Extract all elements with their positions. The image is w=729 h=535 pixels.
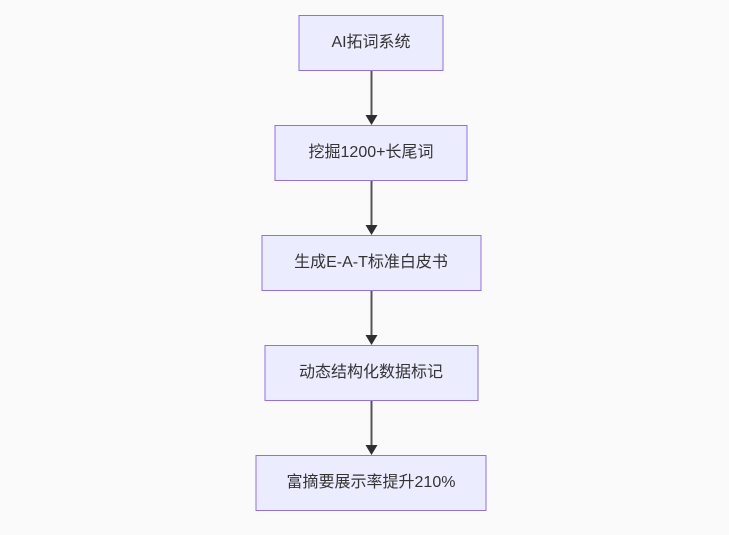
arrowhead-down-icon	[365, 115, 377, 125]
arrowhead-down-icon	[365, 335, 377, 345]
arrowhead-down-icon	[365, 225, 377, 235]
flow-node-label: 动态结构化数据标记	[298, 364, 443, 381]
flow-arrow	[364, 401, 378, 455]
flow-node-eat-whitepaper: 生成E-A-T标准白皮书	[261, 235, 481, 291]
flow-node-rich-snippet-result: 富摘要展示率提升210%	[255, 455, 487, 511]
flow-node-longtail-mining: 挖掘1200+长尾词	[274, 125, 468, 181]
flow-arrow	[364, 291, 378, 345]
arrow-line	[370, 181, 372, 225]
flow-arrow	[364, 181, 378, 235]
arrow-line	[370, 401, 372, 445]
arrow-line	[370, 71, 372, 115]
flow-arrow	[364, 71, 378, 125]
flowchart: AI拓词系统 挖掘1200+长尾词 生成E-A-T标准白皮书 动态结构化数据标记…	[255, 15, 487, 511]
arrowhead-down-icon	[365, 445, 377, 455]
flow-node-structured-data-markup: 动态结构化数据标记	[264, 345, 478, 401]
flow-node-label: AI拓词系统	[331, 34, 411, 51]
flow-node-label: 生成E-A-T标准白皮书	[294, 254, 448, 271]
arrow-line	[370, 291, 372, 335]
flow-node-ai-word-expansion: AI拓词系统	[298, 15, 444, 71]
flow-node-label: 挖掘1200+长尾词	[308, 144, 434, 161]
flow-node-label: 富摘要展示率提升210%	[286, 474, 456, 491]
